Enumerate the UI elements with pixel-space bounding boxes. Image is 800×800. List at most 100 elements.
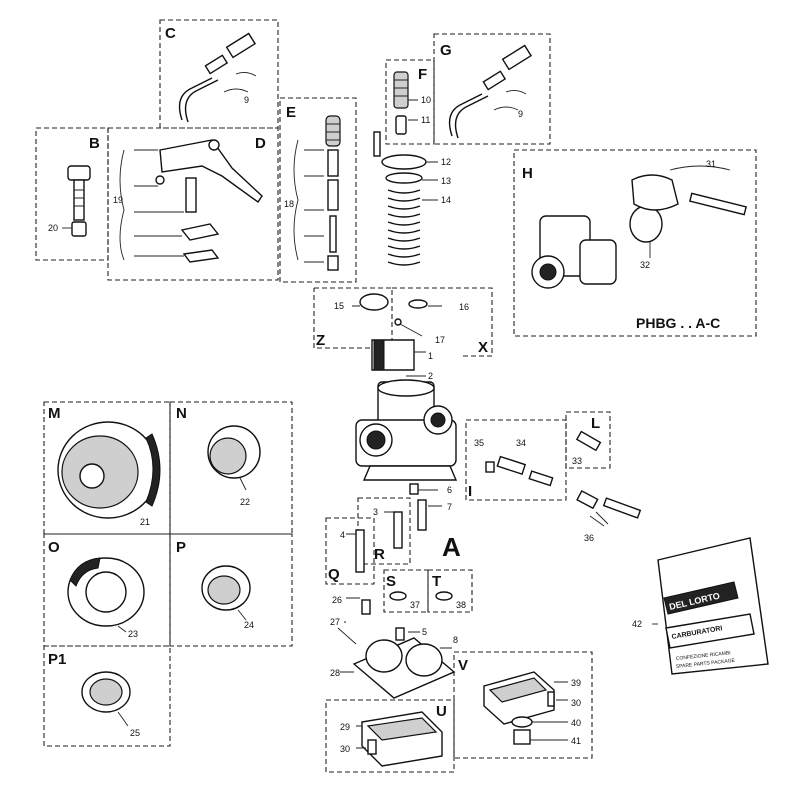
u-leaders: [356, 725, 366, 749]
label-group-t: T: [432, 573, 441, 590]
num-37: 37: [410, 600, 420, 610]
p-ring-inner: [207, 575, 241, 605]
group-e-parts: [293, 115, 341, 271]
num-38: 38: [456, 600, 466, 610]
m-filter-hub: [79, 463, 105, 489]
b-thread: [74, 189, 84, 207]
label-group-u: U: [436, 703, 447, 720]
u-bowl: [361, 711, 443, 767]
num-4: 4: [340, 530, 345, 540]
e-bellow-rings: [326, 123, 340, 141]
e-plunger: [327, 149, 339, 177]
float-assembly: [337, 597, 456, 699]
o-leader: [117, 625, 127, 633]
num-40: 40: [571, 718, 581, 728]
num-27: 27: [330, 617, 340, 627]
part-36-spring: [576, 489, 599, 510]
num-41: 41: [571, 736, 581, 746]
group-l-box: [565, 411, 611, 469]
num-30-u: 30: [340, 744, 350, 754]
label-group-q: Q: [328, 566, 340, 583]
label-group-r: R: [374, 546, 385, 563]
num-12: 12: [441, 157, 451, 167]
throttle-slide: [371, 339, 426, 377]
label-group-i: I: [468, 483, 472, 500]
group-g-box: [433, 33, 551, 145]
num-7: 7: [447, 502, 452, 512]
group-x-box: [392, 287, 493, 357]
v-leaders: [530, 681, 568, 741]
f-leader: [408, 99, 418, 121]
h-clamp: [631, 174, 679, 211]
num-20: 20: [48, 223, 58, 233]
f-bellow-rings: [394, 79, 408, 97]
part-6: [409, 483, 419, 495]
n-leader: [239, 477, 247, 491]
num-2: 2: [428, 371, 433, 381]
part-8-float-right: [405, 643, 443, 677]
h-sleeve: [629, 205, 663, 243]
group-letters: C B D E F G H Z X I L M N O P P1 Q R S T…: [48, 25, 600, 720]
c-leader: [223, 71, 257, 93]
num-11: 11: [421, 115, 430, 125]
num-10: 10: [421, 95, 431, 105]
group-h-parts: [531, 165, 747, 289]
body-flange: [362, 465, 458, 481]
group-e-box: [279, 97, 357, 283]
group-c-parts: [178, 32, 257, 123]
f-screw: [395, 115, 407, 135]
body-bore: [377, 379, 435, 397]
label-group-l: L: [591, 415, 600, 432]
o-cover-shade: [69, 557, 101, 587]
num-30-v: 30: [571, 698, 581, 708]
d-screw: [185, 177, 197, 213]
b-knob: [67, 165, 91, 181]
d-pivot: [208, 139, 220, 151]
group-t-box: [427, 569, 473, 613]
num-16: 16: [459, 302, 469, 312]
part-numbers: 1 2 3 4 5 6 7 8 9 9 10 11 12 13 14 15 16…: [48, 95, 716, 754]
b-shaft: [73, 179, 85, 221]
label-group-p: P: [176, 539, 186, 556]
group-c-box: [159, 19, 279, 129]
num-25: 25: [130, 728, 140, 738]
num-6: 6: [447, 485, 452, 495]
part-3: [393, 511, 403, 549]
d-leaders: [134, 149, 184, 257]
g-leader: [493, 89, 527, 111]
label-group-x: X: [478, 339, 488, 356]
group-d-parts: [119, 139, 263, 263]
part-8-float-left: [365, 639, 403, 673]
group-o-box: [43, 533, 171, 647]
group-u-parts: [356, 711, 443, 767]
f-bellow: [393, 71, 409, 109]
g-boot: [501, 44, 533, 71]
label-group-s: S: [386, 573, 396, 590]
u-bowl-inner: [366, 717, 438, 741]
group-s-box: [383, 569, 429, 613]
part-4: [355, 529, 365, 573]
group-p1-box: [43, 645, 171, 747]
group-boxes: [35, 19, 757, 773]
label-group-b: B: [89, 135, 100, 152]
slide-spring-stack: [373, 131, 438, 266]
num-9-c: 9: [244, 95, 249, 105]
carburettor-body: [355, 379, 458, 481]
label-group-f: F: [418, 66, 427, 83]
v-plug: [513, 729, 531, 745]
num-5: 5: [422, 627, 427, 637]
packet-line2: CONFEZIONE RICAMBI: [676, 650, 731, 662]
d-clip: [155, 175, 165, 185]
c-adjuster: [204, 54, 229, 75]
group-v-box: [453, 651, 593, 759]
h-inlet-hole: [539, 263, 557, 281]
packet-logo-band: [663, 581, 739, 615]
model-title: PHBG . . A-C: [636, 315, 720, 331]
label-group-n: N: [176, 405, 187, 422]
num-14: 14: [441, 195, 451, 205]
p-leader: [237, 609, 247, 621]
packet-label-band: [665, 613, 755, 649]
d-washer: [180, 223, 220, 241]
spare-parts-packet: [652, 537, 769, 675]
